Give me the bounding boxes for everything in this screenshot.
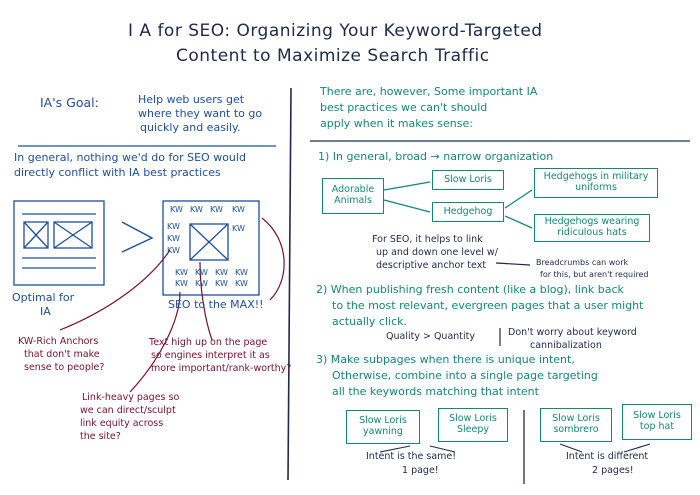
text-high-note-2: so engines interpret it as xyxy=(151,350,270,361)
title-line-1: I A for SEO: Organizing Your Keyword-Tar… xyxy=(128,21,543,41)
ia-goal-text-3: quickly and easily. xyxy=(140,121,241,134)
kw-top-3: KW xyxy=(210,205,223,214)
node-hedgehog: Hedgehog xyxy=(432,202,504,222)
text-high-note-1: Text high up on the page xyxy=(149,337,268,348)
seo-max-label: SEO to the MAX!! xyxy=(168,298,264,311)
breadcrumbs-arrow xyxy=(495,262,531,266)
p1-note-3: descriptive anchor text xyxy=(376,260,487,271)
p1-note-2: up and down one level w/ xyxy=(376,247,498,258)
ia-goal-label: IA's Goal: xyxy=(40,95,99,110)
node-hedgehogs-hats: Hedgehogs wearing ridiculous hats xyxy=(534,214,650,242)
title-line-2: Content to Maximize Search Traffic xyxy=(176,46,490,66)
maroon-arrows xyxy=(59,217,285,393)
intent-arrows xyxy=(379,443,651,453)
optimal-page-sketch xyxy=(13,200,105,286)
box-slow-loris-sleepy: Slow Loris Sleepy xyxy=(438,408,508,442)
point-2-line-2: to the most relevant, evergreen pages th… xyxy=(332,299,644,312)
intent-same-2: 1 page! xyxy=(402,465,439,476)
box-slow-loris-yawning: Slow Loris yawning xyxy=(346,410,420,444)
anchors-note-3: sense to people? xyxy=(24,362,105,373)
kw-top-2: KW xyxy=(190,205,203,214)
box-slow-loris-sombrero: Slow Loris sombrero xyxy=(540,408,612,442)
general-line-1: In general, nothing we'd do for SEO woul… xyxy=(14,151,246,164)
intent-diff-1: Intent is different xyxy=(566,451,649,462)
optimal-label-1: Optimal for xyxy=(12,291,75,304)
optimal-label-2: IA xyxy=(40,305,51,318)
general-line-2: directly conflict with IA best practices xyxy=(14,166,221,179)
kw-side-1: KW xyxy=(167,222,180,231)
text-high-note-3: more important/rank-worthy? xyxy=(151,363,292,374)
link-heavy-note-4: the site? xyxy=(80,431,121,442)
point-3-line-2: Otherwise, combine into a single page ta… xyxy=(332,369,598,382)
box-slow-loris-top-hat: Slow Loris top hat xyxy=(622,404,692,440)
intro-line-3: apply when it makes sense: xyxy=(320,117,473,130)
kw-bottom-6: KW xyxy=(195,279,208,288)
link-heavy-note-2: we can direct/sculpt xyxy=(80,405,176,416)
kw-bottom-2: KW xyxy=(195,268,208,277)
point-2-line-1: 2) When publishing fresh content (like a… xyxy=(316,283,624,296)
node-adorable-animals: Adorable Animals xyxy=(322,178,384,214)
p1-note-1: For SEO, it helps to link xyxy=(372,234,483,245)
anchors-note-2: that don't make xyxy=(24,349,100,360)
breadcrumbs-note-2: for this, but aren't required xyxy=(540,270,649,279)
kw-bottom-8: KW xyxy=(235,279,248,288)
transform-arrow xyxy=(121,221,154,253)
intro-line-2: best practices we can't should xyxy=(320,101,488,114)
breadcrumbs-note-1: Breadcrumbs can work xyxy=(536,258,629,267)
ia-goal-text-1: Help web users get xyxy=(138,93,245,106)
vertical-divider xyxy=(287,87,292,481)
point-1: 1) In general, broad → narrow organizati… xyxy=(318,150,554,163)
ia-goal-text-2: where they want to go xyxy=(138,107,263,120)
kw-side-2: KW xyxy=(167,234,180,243)
dont-worry-2: cannibalization xyxy=(530,340,602,351)
intent-diff-2: 2 pages! xyxy=(592,465,634,476)
kw-top-1: KW xyxy=(170,205,183,214)
kw-top-4: KW xyxy=(232,205,245,214)
intent-same-1: Intent is the same! xyxy=(366,451,457,462)
seo-page-sketch xyxy=(162,200,260,296)
intro-line-1: There are, however, Some important IA xyxy=(320,85,538,98)
kw-right-1: KW xyxy=(232,224,245,233)
point-3-line-3: all the keywords matching that intent xyxy=(332,385,539,398)
kw-bottom-5: KW xyxy=(175,279,188,288)
kw-bottom-1: KW xyxy=(175,268,188,277)
tree-arrows xyxy=(383,181,533,229)
point-3-line-1: 3) Make subpages when there is unique in… xyxy=(316,353,575,366)
kw-bottom-7: KW xyxy=(215,279,228,288)
node-hedgehogs-military: Hedgehogs in military uniforms xyxy=(534,168,658,198)
point-2-line-3: actually click. xyxy=(332,315,408,328)
dont-worry-1: Don't worry about keyword xyxy=(508,327,637,338)
link-heavy-note-3: link equity across xyxy=(80,418,164,429)
kw-side-3: KW xyxy=(167,246,180,255)
anchors-note-1: KW-Rich Anchors xyxy=(18,336,99,347)
kw-bottom-4: KW xyxy=(235,268,248,277)
kw-bottom-3: KW xyxy=(215,268,228,277)
link-heavy-note-1: Link-heavy pages so xyxy=(82,392,180,403)
node-slow-loris: Slow Loris xyxy=(432,170,504,190)
quality-note: Quality > Quantity xyxy=(386,331,475,342)
